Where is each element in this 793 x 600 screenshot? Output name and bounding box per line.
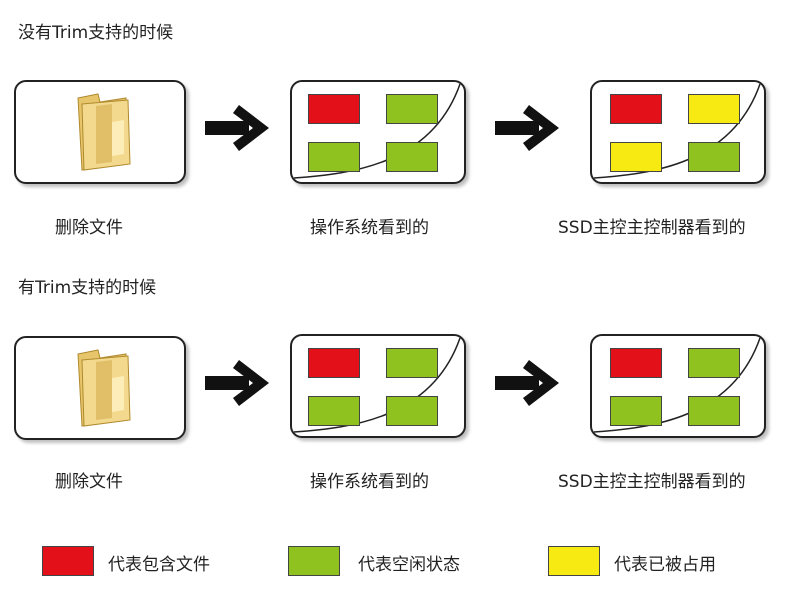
section-title-no-trim: 没有Trim支持的时候 — [18, 23, 174, 43]
ssd-block — [688, 142, 740, 172]
legend-swatch-occupied — [548, 546, 600, 576]
legend-label-occupied: 代表已被占用 — [614, 555, 716, 575]
os-block — [386, 142, 438, 172]
caption-delete-file: 删除文件 — [55, 472, 123, 492]
ssd-block — [688, 396, 740, 426]
arrow-right-icon — [495, 360, 559, 406]
caption-delete-file: 删除文件 — [55, 218, 123, 238]
caption-ssd-view: SSD主控主控制器看到的 — [558, 218, 746, 238]
caption-os-view: 操作系统看到的 — [310, 218, 429, 238]
os-view-panel — [290, 334, 466, 438]
legend-swatch-free — [288, 546, 340, 576]
caption-ssd-view: SSD主控主控制器看到的 — [558, 472, 746, 492]
os-block — [308, 348, 360, 378]
os-block — [308, 94, 360, 124]
legend-label-file: 代表包含文件 — [108, 555, 210, 575]
ssd-block — [688, 94, 740, 124]
arrow-right-icon — [495, 105, 559, 151]
os-view-panel — [290, 80, 466, 184]
os-block — [386, 94, 438, 124]
os-block — [308, 396, 360, 426]
delete-file-panel — [14, 336, 186, 440]
os-block — [386, 396, 438, 426]
section-title-with-trim: 有Trim支持的时候 — [18, 278, 157, 298]
ssd-block — [688, 348, 740, 378]
ssd-view-panel — [590, 80, 766, 184]
ssd-view-panel — [590, 334, 766, 438]
folder-icon — [77, 93, 131, 171]
legend-label-free: 代表空闲状态 — [358, 555, 460, 575]
ssd-block — [610, 348, 662, 378]
folder-icon — [77, 349, 131, 427]
ssd-block — [610, 142, 662, 172]
os-block — [308, 142, 360, 172]
delete-file-panel — [14, 80, 186, 184]
legend-swatch-file — [42, 546, 94, 576]
ssd-block — [610, 94, 662, 124]
arrow-right-icon — [205, 105, 269, 151]
ssd-block — [610, 396, 662, 426]
caption-os-view: 操作系统看到的 — [310, 472, 429, 492]
arrow-right-icon — [205, 360, 269, 406]
os-block — [386, 348, 438, 378]
